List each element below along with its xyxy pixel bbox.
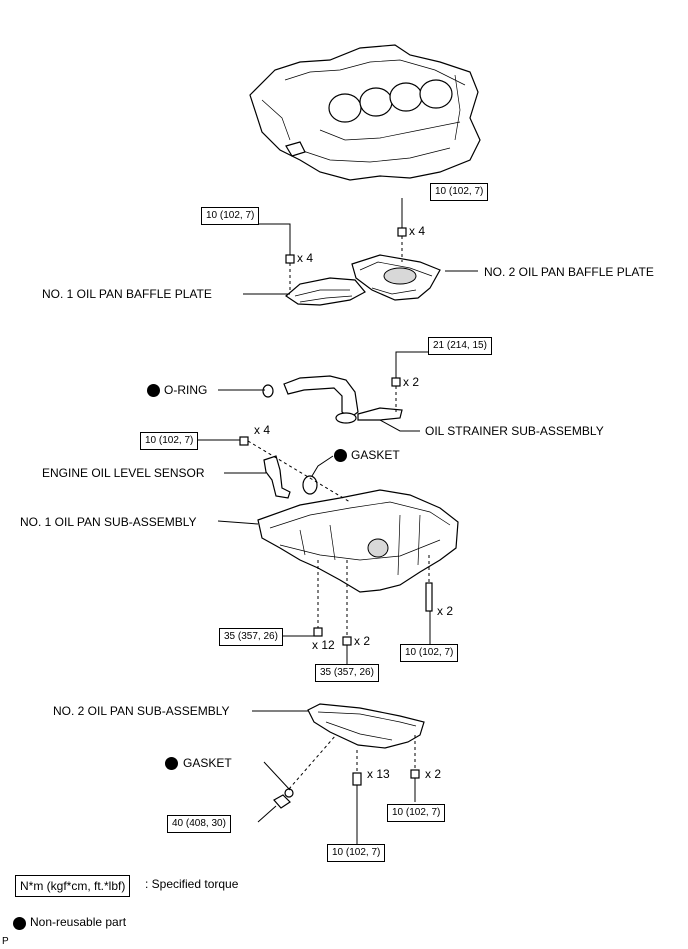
qty-pan1-left: x 12 [312, 638, 335, 652]
legend-torque-description: : Specified torque [145, 877, 239, 891]
oil-strainer-drawing [262, 375, 403, 424]
legend-nonreusable-description: Non-reusable part [30, 915, 127, 929]
label-gasket-upper: GASKET [351, 448, 400, 462]
torque-box-pan1-right: 10 (102, 7) [400, 644, 459, 662]
qty-strainer: x 2 [403, 375, 420, 389]
assembly-lines [247, 236, 430, 790]
torque-box-baffle1: 10 (102, 7) [201, 207, 260, 225]
leader-lines [198, 198, 478, 844]
label-no2-oil-pan: NO. 2 OIL PAN SUB-ASSEMBLY [53, 704, 230, 718]
no2-oil-pan-drawing [273, 703, 425, 809]
label-no1-baffle-plate: NO. 1 OIL PAN BAFFLE PLATE [42, 287, 212, 301]
qty-baffle2: x 4 [409, 224, 426, 238]
bolts [239, 227, 433, 786]
label-no2-baffle-plate: NO. 2 OIL PAN BAFFLE PLATE [484, 265, 654, 279]
label-oil-strainer: OIL STRAINER SUB-ASSEMBLY [425, 424, 604, 438]
engine-block-drawing [249, 44, 481, 181]
nonreusable-marker-gasket-upper [334, 449, 347, 462]
legend-torque-units: N*m (kgf*cm, ft.*lbf) [15, 875, 131, 897]
qty-pan2-right: x 2 [425, 767, 442, 781]
qty-sensor: x 4 [254, 423, 271, 437]
nonreusable-marker-oring [147, 384, 160, 397]
qty-pan1-mid: x 2 [354, 634, 371, 648]
torque-box-pan2-mid: 10 (102, 7) [327, 844, 386, 862]
label-gasket-lower: GASKET [183, 756, 232, 770]
torque-box-pan1-left: 35 (357, 26) [219, 628, 283, 646]
torque-box-pan1-mid: 35 (357, 26) [315, 664, 379, 682]
qty-pan1-right: x 2 [437, 604, 454, 618]
torque-box-drain: 40 (408, 30) [167, 815, 231, 833]
torque-box-pan2-right: 10 (102, 7) [387, 804, 446, 822]
label-oil-level-sensor: ENGINE OIL LEVEL SENSOR [42, 466, 205, 480]
torque-box-sensor: 10 (102, 7) [140, 432, 199, 450]
page-code: P [2, 936, 9, 947]
torque-box-baffle2: 10 (102, 7) [430, 183, 489, 201]
no2-baffle-plate-drawing [351, 254, 441, 301]
nonreusable-marker-gasket-lower [165, 757, 178, 770]
no1-oil-pan-drawing [257, 489, 459, 593]
no1-baffle-plate-drawing [285, 277, 366, 306]
torque-box-strainer: 21 (214, 15) [428, 337, 492, 355]
oil-level-sensor-drawing [240, 437, 318, 499]
qty-baffle1: x 4 [297, 251, 314, 265]
label-no1-oil-pan: NO. 1 OIL PAN SUB-ASSEMBLY [20, 515, 197, 529]
legend-nonreusable-marker [13, 917, 26, 930]
label-o-ring: O-RING [164, 383, 208, 397]
qty-pan2-mid: x 13 [367, 767, 390, 781]
